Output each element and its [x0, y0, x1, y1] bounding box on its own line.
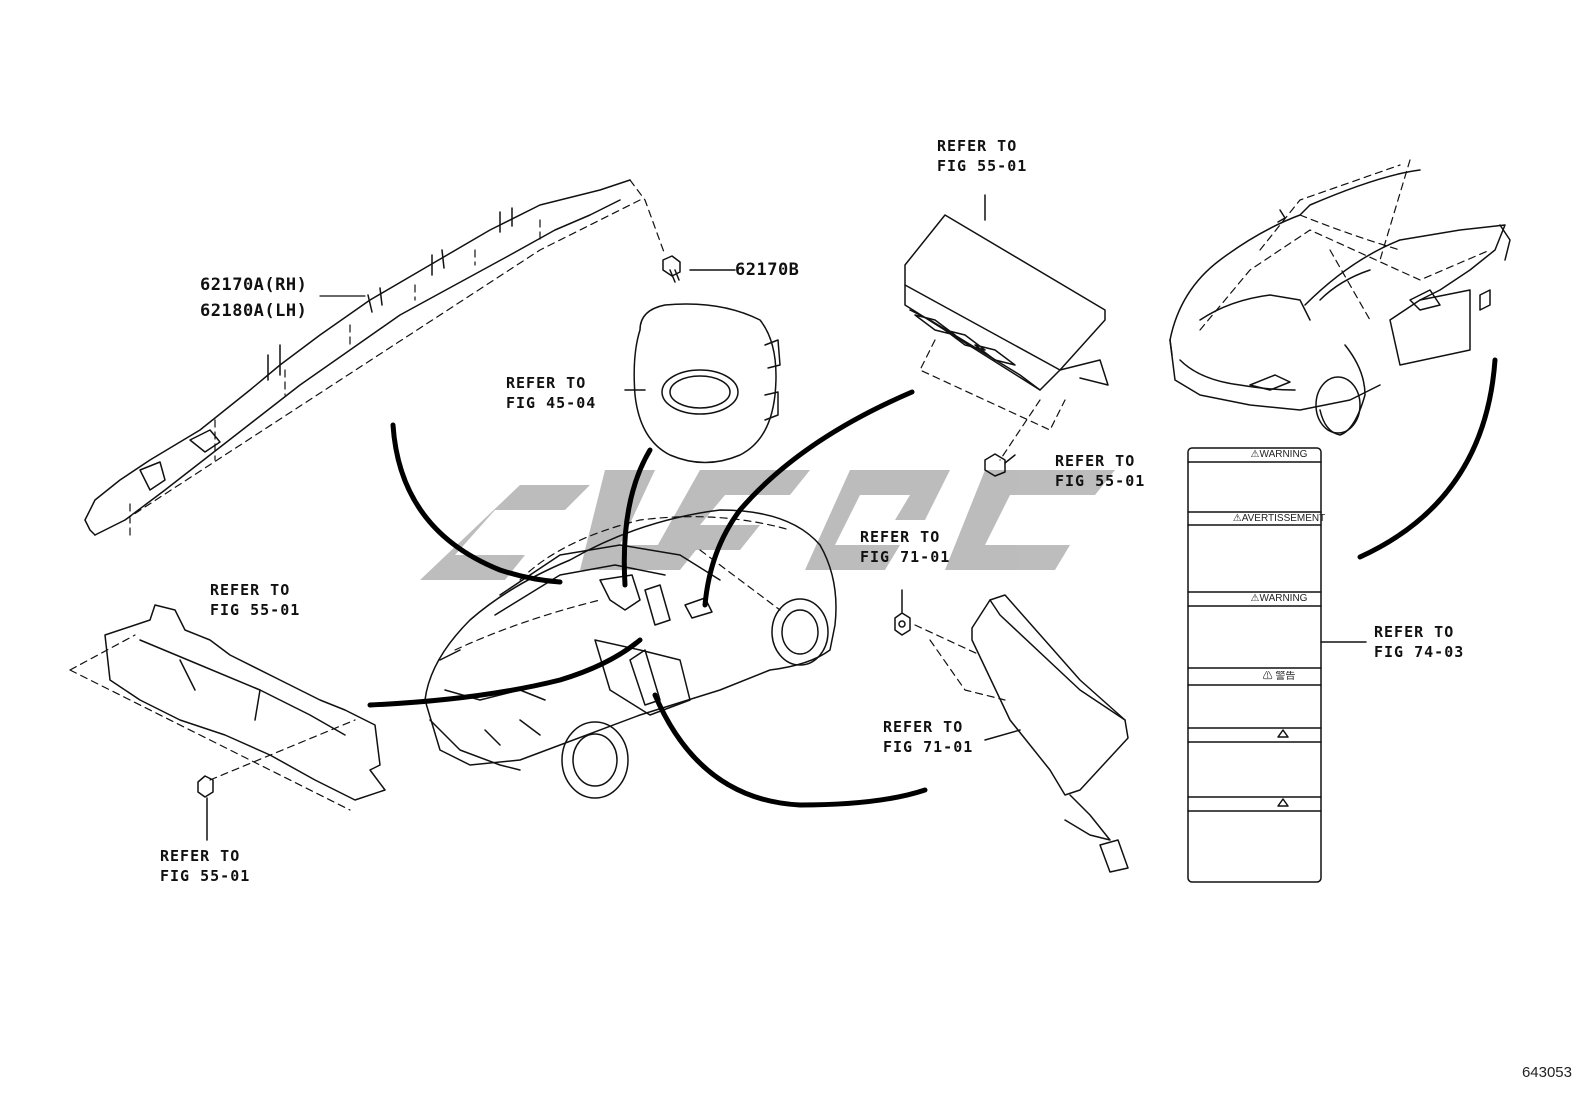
ecu-bolt [984, 453, 1016, 477]
reference-line1: REFER TO [860, 528, 941, 546]
vehicle-interior-view [424, 509, 837, 799]
reference-line2: FIG 55-01 [210, 601, 301, 619]
warning-label-kanji: 警告 [1275, 671, 1296, 682]
watermark-logo [420, 470, 1115, 580]
reference-line1: REFER TO [883, 718, 964, 736]
passenger-airbag-panel [104, 604, 386, 801]
warning-label-english-2: WARNING [1259, 593, 1308, 604]
reference-line1: REFER TO [937, 137, 1018, 155]
reference-fig-55-01-ecu[interactable]: REFER TO FIG 55-01 [937, 136, 1027, 176]
reference-line2: FIG 55-01 [937, 157, 1028, 175]
panel-nut [197, 775, 214, 841]
reference-fig-45-04[interactable]: REFER TO FIG 45-04 [506, 373, 596, 413]
reference-fig-55-01-nut[interactable]: REFER TO FIG 55-01 [160, 846, 250, 886]
warning-label-japanese: ⚠ 警告 [1262, 671, 1296, 682]
vehicle-exterior-view [1169, 169, 1511, 436]
warning-label-french: AVERTISSEMENT [1241, 513, 1326, 524]
part-number-62180a-lh[interactable]: 62180A(LH) [200, 301, 308, 321]
warning-label-sheet [1187, 447, 1367, 883]
reference-line2: FIG 71-01 [860, 548, 951, 566]
side-airbag-leader-lines [914, 624, 1006, 701]
reference-line1: REFER TO [210, 581, 291, 599]
reference-line1: REFER TO [160, 847, 241, 865]
reference-fig-55-01-bolt[interactable]: REFER TO FIG 55-01 [1055, 451, 1145, 491]
steering-pad [624, 303, 781, 464]
reference-fig-71-01-nut[interactable]: REFER TO FIG 71-01 [860, 527, 950, 567]
warning-label-english: WARNING [1259, 449, 1308, 460]
reference-line2: FIG 55-01 [1055, 472, 1146, 490]
airbag-ecu [904, 194, 1109, 391]
reference-fig-74-03[interactable]: REFER TO FIG 74-03 [1374, 622, 1464, 662]
side-airbag-nut [894, 589, 911, 636]
ecu-leader-lines [919, 339, 1066, 461]
curtain-airbag [84, 179, 631, 536]
diagram-id: 643053 [1521, 1064, 1572, 1081]
reference-line1: REFER TO [506, 374, 587, 392]
bolt-62170b [662, 255, 736, 283]
panel-leader-lines [69, 634, 356, 811]
reference-line1: REFER TO [1374, 623, 1455, 641]
part-number-62170b[interactable]: 62170B [735, 260, 800, 280]
warning-label-text: ⚠WARNING [1250, 449, 1308, 460]
reference-line2: FIG 74-03 [1374, 643, 1465, 661]
part-number-62170a-rh[interactable]: 62170A(RH) [200, 275, 308, 295]
reference-line1: REFER TO [1055, 452, 1136, 470]
side-airbag [971, 594, 1129, 873]
vehicle-exterior-hidden-lines [1199, 159, 1491, 331]
reference-line2: FIG 71-01 [883, 738, 974, 756]
avertissement-label-text: ⚠AVERTISSEMENT [1232, 513, 1326, 524]
curtain-airbag-leader-lines [124, 179, 666, 536]
callout-arcs [367, 357, 1498, 808]
reference-line2: FIG 55-01 [160, 867, 251, 885]
reference-line2: FIG 45-04 [506, 394, 597, 412]
reference-fig-55-01-panel[interactable]: REFER TO FIG 55-01 [210, 580, 300, 620]
warning-label-text-2: ⚠WARNING [1250, 593, 1308, 604]
reference-fig-71-01-airbag[interactable]: REFER TO FIG 71-01 [883, 717, 973, 757]
